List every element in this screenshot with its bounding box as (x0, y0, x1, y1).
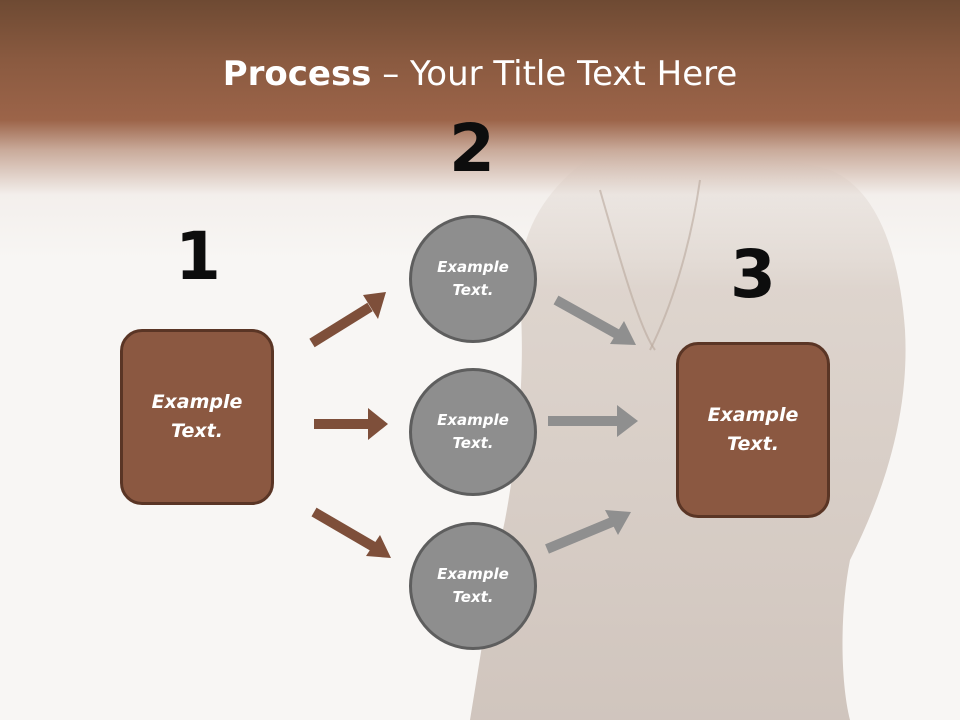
slide-title: Process – Your Title Text Here (0, 52, 960, 96)
step-2-circle-middle: Example Text. (409, 368, 537, 496)
step-3-box: Example Text. (676, 342, 830, 518)
title-rest: – Your Title Text Here (371, 54, 738, 94)
arrow-gray-down (553, 295, 636, 345)
step-2-circle-top: Example Text. (409, 215, 537, 343)
step-1-text: Example Text. (151, 391, 243, 442)
step-1-number: 1 (175, 218, 221, 295)
step-2-circle-bottom: Example Text. (409, 522, 537, 650)
arrow-brown-down (311, 507, 391, 558)
step-1-box: Example Text. (120, 329, 274, 505)
step-2-circle-top-text: Example Text. (437, 258, 509, 299)
arrow-brown-up (309, 292, 386, 348)
step-3-text: Example Text. (707, 404, 799, 455)
arrow-gray-right (548, 405, 638, 437)
title-bold: Process (222, 54, 372, 94)
arrow-gray-up (545, 510, 631, 554)
step-2-circle-middle-text: Example Text. (437, 411, 509, 452)
step-3-number: 3 (730, 236, 776, 313)
step-2-number: 2 (449, 110, 495, 187)
arrow-brown-right (314, 408, 388, 440)
step-2-circle-bottom-text: Example Text. (437, 565, 509, 606)
